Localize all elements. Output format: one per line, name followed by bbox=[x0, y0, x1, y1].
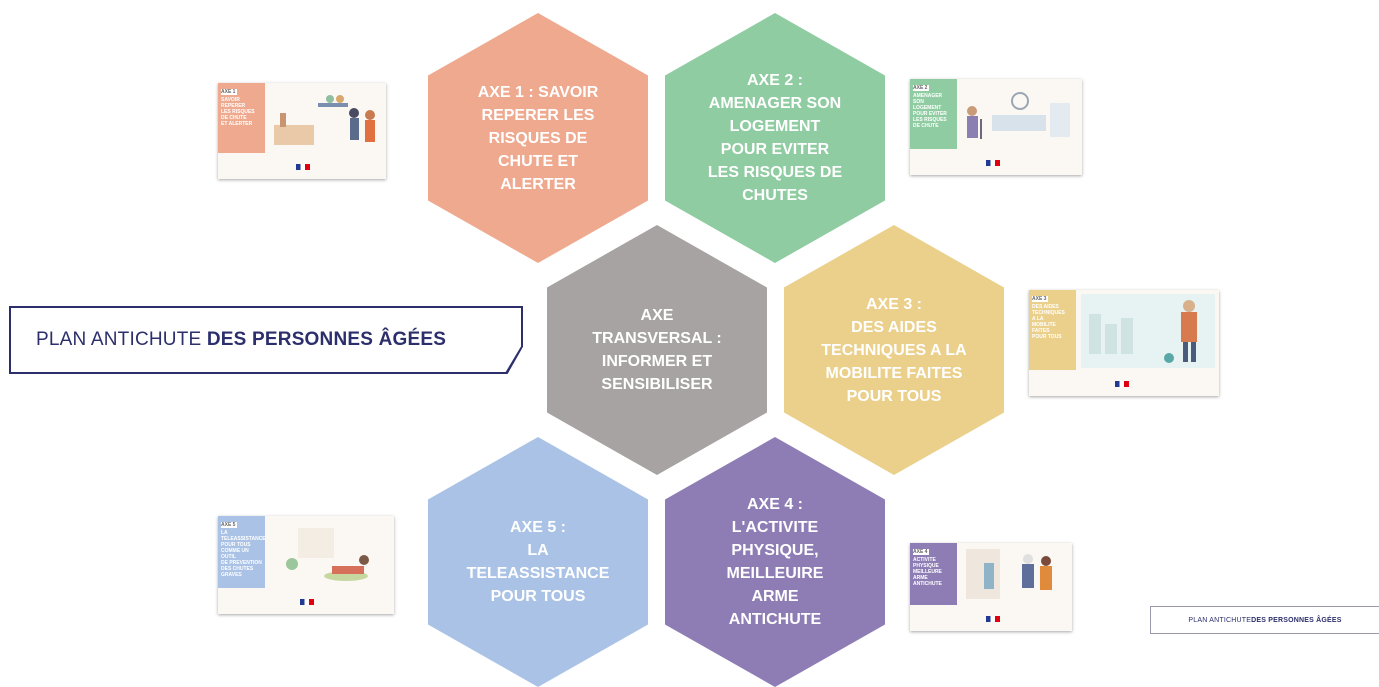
thumbnail-axe3-label: DES AIDES TECHNIQUES A LA MOBILITE FAITE… bbox=[1032, 304, 1065, 340]
thumbnail-axe2-flag bbox=[986, 160, 1000, 166]
thumbnail-axe1-tag: AXE 1 bbox=[221, 89, 237, 95]
thumbnail-axe3: AXE 3 DES AIDES TECHNIQUES A LA MOBILITE … bbox=[1029, 290, 1219, 396]
thumbnail-axe4-text: AXE 4 ACTIVITE PHYSIQUE MEILLEURE ARME AN… bbox=[913, 549, 955, 587]
thumbnail-axe4-flag bbox=[986, 616, 1000, 622]
hexagon-axe1: AXE 1 : SAVOIR REPERER LES RISQUES DE CH… bbox=[428, 13, 648, 263]
thumbnail-axe2-label: AMENAGER SON LOGEMENT POUR EVITER LES RI… bbox=[913, 93, 947, 129]
thumbnail-axe3-text: AXE 3 DES AIDES TECHNIQUES A LA MOBILITE … bbox=[1032, 296, 1074, 340]
thumbnail-axe3-flag bbox=[1115, 381, 1129, 387]
thumbnail-axe5-illustration bbox=[286, 528, 369, 581]
title-banner-normal: PLAN ANTICHUTE bbox=[36, 329, 207, 350]
thumbnail-axe3-band: AXE 3 DES AIDES TECHNIQUES A LA MOBILITE … bbox=[1029, 290, 1076, 370]
thumbnail-axe2-tag: AXE 2 bbox=[913, 85, 929, 91]
thumbnail-axe4-band: AXE 4 ACTIVITE PHYSIQUE MEILLEURE ARME AN… bbox=[910, 543, 957, 605]
hexagon-axe5: AXE 5 : LA TELEASSISTANCE POUR TOUS bbox=[428, 437, 648, 687]
thumbnail-axe3-illustration bbox=[1081, 294, 1215, 368]
thumbnail-axe5-text: AXE 5 LA TELEASSISTANCE POUR TOUS COMME U… bbox=[221, 522, 266, 578]
thumbnail-axe1-flag bbox=[296, 164, 310, 170]
title-banner-bold: DES PERSONNES ÂGÉES bbox=[206, 329, 447, 350]
thumbnail-axe5: AXE 5 LA TELEASSISTANCE POUR TOUS COMME U… bbox=[218, 516, 394, 614]
thumbnail-axe4-illustration bbox=[966, 549, 1052, 599]
thumbnail-axe2: AXE 2 AMENAGER SON LOGEMENT POUR EVITER L… bbox=[910, 79, 1082, 175]
title-banner-inner: PLAN ANTICHUTE DES PERSONNES ÂGÉES bbox=[11, 308, 521, 372]
hexagon-axe4: AXE 4 : L'ACTIVITE PHYSIQUE, MEILLEUIRE … bbox=[665, 437, 885, 687]
thumbnail-axe2-band: AXE 2 AMENAGER SON LOGEMENT POUR EVITER L… bbox=[910, 79, 957, 149]
hexagon-axe2: AXE 2 : AMENAGER SON LOGEMENT POUR EVITE… bbox=[665, 13, 885, 263]
hexagon-axe1-text: AXE 1 : SAVOIR REPERER LES RISQUES DE CH… bbox=[477, 83, 599, 193]
thumbnail-axe5-flag bbox=[300, 599, 314, 605]
footer-badge-normal: PLAN ANTICHUTE bbox=[1188, 616, 1252, 624]
title-banner: PLAN ANTICHUTE DES PERSONNES ÂGÉES bbox=[9, 306, 523, 374]
thumbnail-axe1-band: AXE 1 SAVOIR REPERER LES RISQUES DE CHUTE… bbox=[218, 83, 265, 153]
title-banner-text: PLAN ANTICHUTE DES PERSONNES ÂGÉES bbox=[36, 329, 446, 351]
hexagon-axe3-text: AXE 3 : DES AIDES TECHNIQUES A LA MOBILI… bbox=[821, 295, 967, 405]
thumbnail-axe4: AXE 4 ACTIVITE PHYSIQUE MEILLEURE ARME AN… bbox=[910, 543, 1072, 631]
thumbnail-axe4-label: ACTIVITE PHYSIQUE MEILLEURE ARME ANTICHU… bbox=[913, 557, 942, 587]
thumbnail-axe4-tag: AXE 4 bbox=[913, 549, 929, 555]
footer-badge: PLAN ANTICHUTE DES PERSONNES ÂGÉES bbox=[1150, 606, 1379, 634]
hexagon-transversal-text: AXE TRANSVERSAL : INFORMER ET SENSIBILIS… bbox=[592, 307, 722, 393]
thumbnail-axe2-text: AXE 2 AMENAGER SON LOGEMENT POUR EVITER L… bbox=[913, 85, 955, 129]
hexagon-axe2-text: AXE 2 : AMENAGER SON LOGEMENT POUR EVITE… bbox=[707, 72, 843, 204]
thumbnail-axe5-band: AXE 5 LA TELEASSISTANCE POUR TOUS COMME U… bbox=[218, 516, 266, 588]
thumbnail-axe1: AXE 1 SAVOIR REPERER LES RISQUES DE CHUTE… bbox=[218, 83, 386, 179]
thumbnail-axe5-tag: AXE 5 bbox=[221, 522, 237, 528]
hexagon-axe4-text: AXE 4 : L'ACTIVITE PHYSIQUE, MEILLEUIRE … bbox=[726, 496, 824, 628]
thumbnail-axe3-tag: AXE 3 bbox=[1032, 296, 1048, 302]
footer-badge-bold: DES PERSONNES ÂGÉES bbox=[1251, 616, 1342, 624]
thumbnail-axe2-illustration bbox=[967, 92, 1070, 139]
thumbnail-axe5-label: LA TELEASSISTANCE POUR TOUS COMME UN OUT… bbox=[221, 530, 266, 578]
hexagon-axe5-text: AXE 5 : LA TELEASSISTANCE POUR TOUS bbox=[466, 519, 610, 605]
thumbnail-axe1-text: AXE 1 SAVOIR REPERER LES RISQUES DE CHUTE… bbox=[221, 89, 263, 127]
thumbnail-axe1-label: SAVOIR REPERER LES RISQUES DE CHUTE ET A… bbox=[221, 97, 255, 127]
hexagon-axe3: AXE 3 : DES AIDES TECHNIQUES A LA MOBILI… bbox=[784, 225, 1004, 475]
thumbnail-axe1-illustration bbox=[274, 95, 375, 145]
hexagon-transversal: AXE TRANSVERSAL : INFORMER ET SENSIBILIS… bbox=[547, 225, 767, 475]
